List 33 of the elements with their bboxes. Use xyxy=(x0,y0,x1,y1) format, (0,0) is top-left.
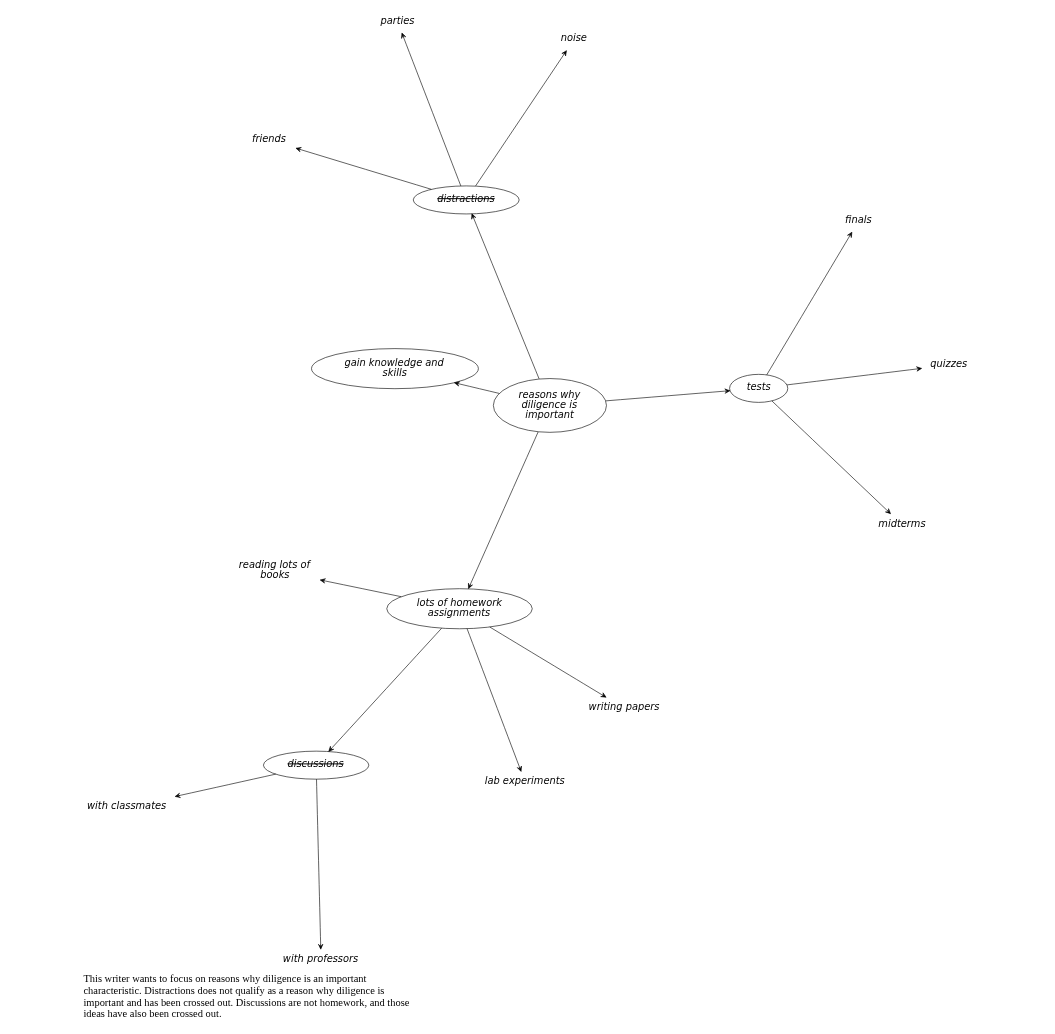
arrow xyxy=(174,773,277,798)
node-ellipse: lots of homework assignments xyxy=(386,588,533,630)
arrow xyxy=(475,50,567,187)
node-text: finals xyxy=(845,213,872,225)
node-ellipse: discussions xyxy=(263,750,370,780)
arrow xyxy=(454,381,500,394)
arrow xyxy=(316,778,324,950)
node-text: lab experiments xyxy=(484,775,565,787)
arrow xyxy=(466,628,522,772)
arrow xyxy=(401,32,462,187)
node-text: noise xyxy=(560,32,587,44)
node-text: midterms xyxy=(878,517,926,529)
arrow xyxy=(766,231,853,376)
caption: This writer wants to focus on reasons why diligence is an important characteristic. Distractions does not qualify as a reason why diligence is important and has been crossed out. Discussions are not homework, and those ideas have also been crossed out. xyxy=(83,973,410,1020)
node-text: reading lots of books xyxy=(238,559,310,580)
arrow xyxy=(786,366,922,386)
arrow xyxy=(471,213,540,380)
arrow xyxy=(319,578,402,597)
node-text: parties xyxy=(380,14,415,26)
node-ellipse: reasons why diligence is important xyxy=(493,378,607,433)
arrow xyxy=(328,627,442,752)
arrow xyxy=(468,431,539,589)
arrow xyxy=(489,626,607,698)
node-ellipse: tests xyxy=(729,374,789,403)
node-text: with professors xyxy=(282,953,359,965)
arrow xyxy=(605,388,731,402)
arrow xyxy=(295,147,432,190)
node-text: friends xyxy=(252,132,286,144)
node-ellipse: distractions xyxy=(412,185,520,215)
arrow xyxy=(771,400,891,514)
node-text: with classmates xyxy=(87,799,167,811)
node-text: quizzes xyxy=(930,357,968,369)
node-text: writing papers xyxy=(588,701,660,713)
